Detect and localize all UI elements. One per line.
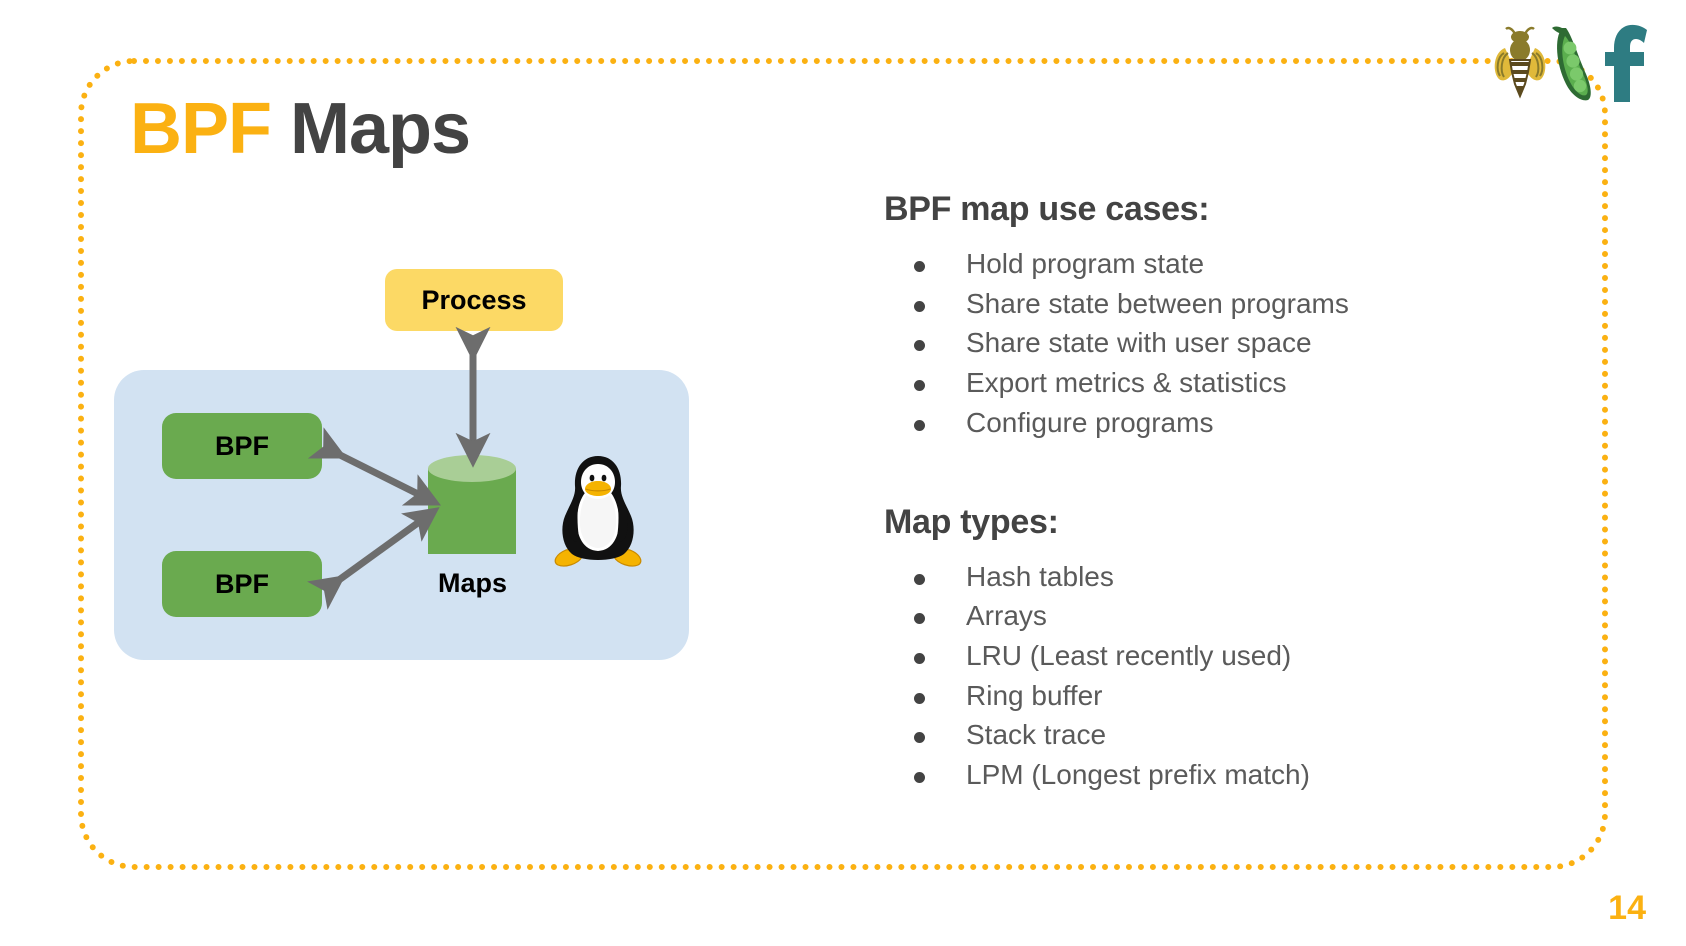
list-item: Stack trace [884,718,1584,753]
bpf-program-box-2: BPF [162,551,322,617]
bpf-program-box-1: BPF [162,413,322,479]
page-title-rest: Maps [290,89,471,169]
page-title: BPF Maps [130,89,471,169]
letter-f-icon [1605,24,1647,102]
list-item: Arrays [884,599,1584,634]
process-box: Process [385,269,563,331]
use-cases-list: Hold program state Share state between p… [884,247,1584,441]
list-item: Hash tables [884,560,1584,595]
list-item: Configure programs [884,406,1584,441]
linux-penguin-icon [554,456,642,567]
map-types-list: Hash tables Arrays LRU (Least recently u… [884,560,1584,793]
cylinder-body [428,468,516,554]
right-content-column: BPF map use cases: Hold program state Sh… [884,190,1584,798]
list-item: LRU (Least recently used) [884,639,1584,674]
maps-label: Maps [437,568,508,598]
maps-cylinder [428,455,516,563]
list-item: Export metrics & statistics [884,366,1584,401]
list-item: Share state with user space [884,326,1584,361]
cylinder-top [428,455,516,482]
brand-logo [1492,18,1664,110]
map-types-heading: Map types: [884,502,1059,541]
list-item: Hold program state [884,247,1584,282]
use-cases-heading: BPF map use cases: [884,190,1210,228]
bee-icon [1494,26,1546,99]
list-item: Share state between programs [884,287,1584,322]
bpf-maps-diagram: Process BPF BPF Maps [100,255,720,675]
page-number: 14 [1608,889,1646,927]
list-item: Ring buffer [884,679,1584,714]
pea-pod-icon [1552,26,1591,101]
list-item: LPM (Longest prefix match) [884,758,1584,793]
page-title-highlight: BPF [130,89,272,169]
